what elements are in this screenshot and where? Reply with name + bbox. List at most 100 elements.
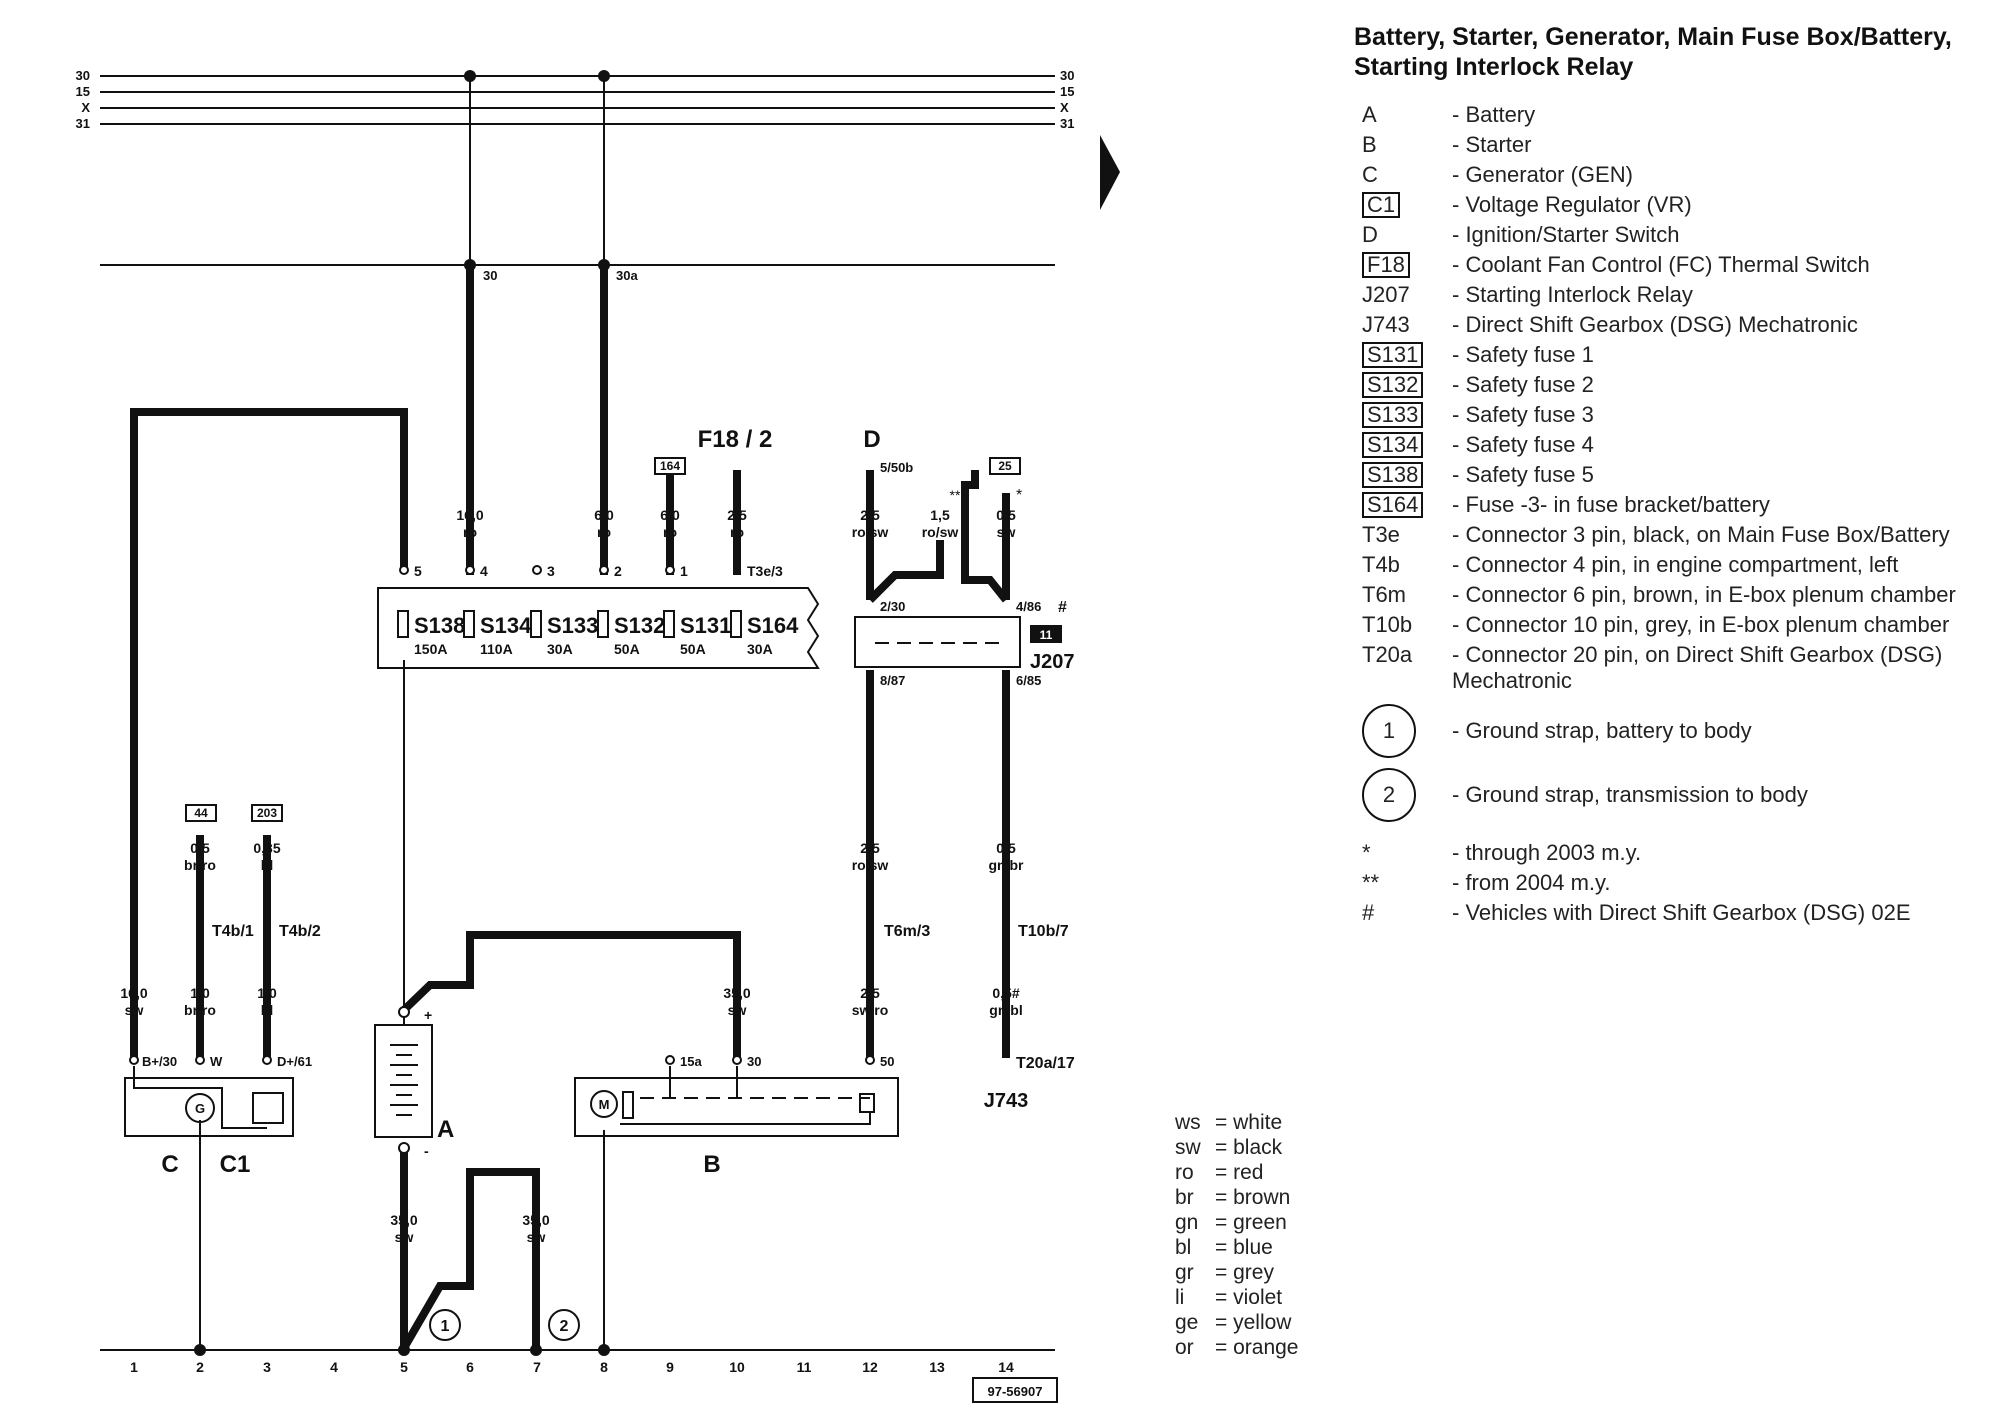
wire-color: ro	[730, 524, 744, 540]
note-legend-item: *- through 2003 m.y.	[1354, 840, 1994, 866]
wire-color: br/ro	[184, 857, 216, 873]
grid-number: 12	[862, 1359, 878, 1375]
wire-size: 2,5	[727, 507, 747, 523]
ref-box-label: 11	[1040, 628, 1053, 642]
fuse-name: S133	[547, 613, 598, 638]
legend-description: - Connector 4 pin, in engine compartment…	[1452, 552, 1899, 577]
battery-pos: +	[424, 1007, 432, 1023]
legend-item: S138- Safety fuse 5	[1354, 462, 1994, 488]
component-generator: C	[161, 1151, 178, 1178]
legend-code: C	[1362, 162, 1378, 187]
legend-code: A	[1362, 102, 1377, 127]
color-abbr: ro	[1175, 1161, 1194, 1184]
wire-color: ro/sw	[852, 524, 889, 540]
legend-description: - Safety fuse 3	[1452, 402, 1594, 427]
legend-description: - Connector 6 pin, brown, in E-box plenu…	[1452, 582, 1956, 607]
bus-tap-label: 30	[483, 268, 497, 283]
fuse-rating: 50A	[680, 641, 706, 657]
fuse-rating: 150A	[414, 641, 447, 657]
legend-code: J207	[1362, 282, 1410, 307]
legend-description: - Voltage Regulator (VR)	[1452, 192, 1692, 217]
color-key-item: gr= grey	[1175, 1260, 1299, 1285]
wire-color: sw	[395, 1229, 414, 1245]
wire-size: 0,5#	[992, 985, 1019, 1001]
wire-color: bl	[261, 857, 273, 873]
bus-label-31: 31	[76, 116, 90, 131]
legend-description: - Starter	[1452, 132, 1532, 157]
fuse-rating: 110A	[480, 641, 513, 657]
bus-label-15: 15	[1060, 84, 1074, 99]
component-relay: J207	[1030, 651, 1075, 673]
grid-number: 6	[466, 1359, 474, 1375]
legend-code: S132	[1354, 372, 1452, 398]
component-battery: A	[437, 1116, 454, 1143]
wire-size: 0,5	[996, 840, 1016, 856]
grid-number: 8	[600, 1359, 608, 1375]
color-abbr: or	[1175, 1336, 1194, 1359]
wire-size: 6,0	[594, 507, 614, 523]
color-abbr: bl	[1175, 1236, 1192, 1259]
wire-color: bl	[261, 1002, 273, 1018]
legend-item: S132- Safety fuse 2	[1354, 372, 1994, 398]
grid-number: 13	[929, 1359, 945, 1375]
wire-color: ro/sw	[852, 857, 889, 873]
wire-color: sw	[997, 524, 1016, 540]
legend-description: - Connector 20 pin, on Direct Shift Gear…	[1452, 642, 1943, 693]
color-abbr: sw	[1175, 1136, 1201, 1159]
legend-description: - Starting Interlock Relay	[1452, 282, 1693, 307]
color-key-item: sw= black	[1175, 1135, 1299, 1160]
fuse-rating: 50A	[614, 641, 640, 657]
legend-item: S131- Safety fuse 1	[1354, 342, 1994, 368]
legend-code: S138	[1354, 462, 1452, 488]
legend-description: - Battery	[1452, 102, 1536, 127]
ground-ref: 1	[441, 1318, 450, 1335]
ground-ref: 2	[560, 1318, 569, 1335]
legend-description: - through 2003 m.y.	[1452, 840, 1642, 865]
color-abbr: ws	[1175, 1111, 1201, 1134]
battery-neg: -	[424, 1143, 429, 1159]
legend-code: C1	[1354, 192, 1452, 218]
component-thermal-switch: F18 / 2	[698, 426, 773, 453]
component-voltage-regulator: C1	[220, 1151, 251, 1178]
connector-label: T4b/2	[279, 923, 321, 940]
generator-pin: W	[210, 1054, 223, 1069]
legend-description: - Coolant Fan Control (FC) Thermal Switc…	[1452, 252, 1870, 277]
wire-size: 2,5	[860, 507, 880, 523]
fuse-name: S132	[614, 613, 665, 638]
legend-code: T3e	[1362, 522, 1400, 547]
fuse-name: S134	[480, 613, 532, 638]
color-abbr: li	[1175, 1286, 1185, 1309]
ground-legend-item: 2- Ground strap, transmission to body	[1354, 768, 1994, 822]
fuse-pin: 1	[680, 563, 688, 579]
color-name: = brown	[1215, 1186, 1291, 1209]
diagram-title: Battery, Starter, Generator, Main Fuse B…	[1354, 23, 1952, 81]
starter-pin: 15a	[680, 1054, 702, 1069]
note-mark: **	[950, 487, 961, 503]
legend-description: - Generator (GEN)	[1452, 162, 1633, 187]
color-key-item: li= violet	[1175, 1285, 1299, 1310]
grid-number: 10	[729, 1359, 745, 1375]
wire-size: 35,0	[723, 985, 750, 1001]
fuse-pin: 2	[614, 563, 622, 579]
grid-number: 14	[998, 1359, 1014, 1375]
legend-code: T4b	[1362, 552, 1400, 577]
legend-item: T3e- Connector 3 pin, black, on Main Fus…	[1354, 522, 1994, 548]
legend-item: F18- Coolant Fan Control (FC) Thermal Sw…	[1354, 252, 1994, 278]
ref-box-label: 44	[194, 806, 208, 820]
legend-code: S133	[1354, 402, 1452, 428]
legend-item: T20a- Connector 20 pin, on Direct Shift …	[1354, 642, 1994, 694]
color-key-item: gn= green	[1175, 1210, 1299, 1235]
component-ignition-switch: D	[863, 426, 880, 453]
legend-description: - Connector 10 pin, grey, in E-box plenu…	[1452, 612, 1950, 637]
relay-pin: 4/86	[1016, 599, 1041, 614]
legend-item: S133- Safety fuse 3	[1354, 402, 1994, 428]
legend-code: **	[1362, 870, 1380, 895]
wire-color: br/ro	[184, 1002, 216, 1018]
legend-item: J207 - Starting Interlock Relay	[1354, 282, 1994, 308]
wire-color: sw	[125, 1002, 144, 1018]
bus-label-30: 30	[76, 68, 90, 83]
switch-pin: 5/50b	[880, 460, 913, 475]
wire-size: 16,0	[456, 507, 483, 523]
wire-size: 1,0	[190, 985, 210, 1001]
